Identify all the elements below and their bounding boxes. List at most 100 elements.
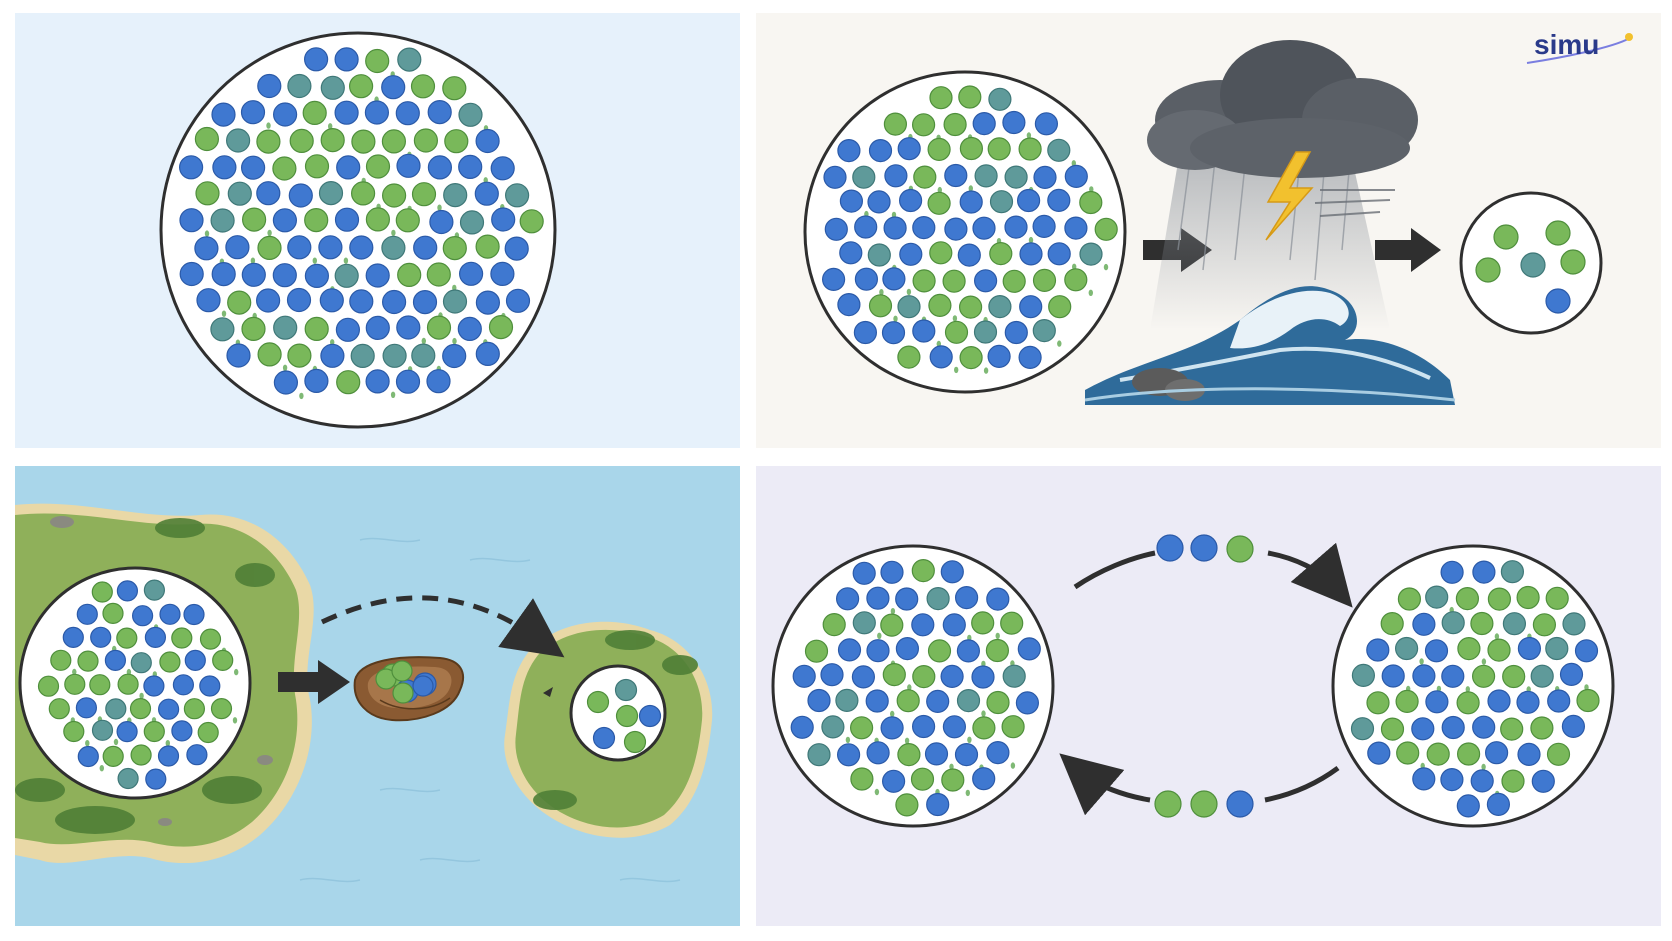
allele-blue-dot xyxy=(334,47,359,72)
allele-green-dot xyxy=(1456,742,1481,766)
allele-green-dot xyxy=(912,664,936,689)
allele-blue-dot xyxy=(895,587,919,611)
allele-blue-dot xyxy=(853,320,878,345)
allele-green-dot xyxy=(927,137,951,161)
allele-green-dot xyxy=(1380,717,1405,741)
allele-green-dot xyxy=(289,128,314,153)
allele-blue-dot xyxy=(257,73,282,99)
allele-blue-dot xyxy=(334,207,360,232)
allele-blue-dot xyxy=(986,587,1010,611)
allele-green-dot xyxy=(227,290,252,315)
allele-green-dot xyxy=(1475,257,1501,283)
allele-green-dot xyxy=(971,611,995,635)
allele-blue-dot xyxy=(157,745,180,767)
allele-blue-dot xyxy=(171,720,193,742)
founder-effect-group xyxy=(15,503,713,883)
allele-teal-dot xyxy=(287,73,312,99)
allele-blue-dot xyxy=(868,139,893,163)
allele-blue-dot xyxy=(837,293,861,317)
allele-speck xyxy=(965,789,970,797)
allele-blue-dot xyxy=(334,100,359,125)
allele-blue-dot xyxy=(912,319,936,343)
allele-green-dot xyxy=(896,689,920,713)
allele-blue-dot xyxy=(1064,216,1088,240)
allele-speck xyxy=(937,186,942,194)
allele-green-dot xyxy=(102,602,124,625)
allele-blue-dot xyxy=(1470,769,1494,793)
allele-blue-dot xyxy=(272,208,297,233)
allele-green-dot xyxy=(171,627,193,649)
allele-blue-dot xyxy=(256,181,281,206)
allele-blue-dot xyxy=(144,626,166,649)
allele-green-dot xyxy=(897,345,921,369)
allele-speck xyxy=(1028,236,1034,244)
allele-blue-dot xyxy=(475,128,500,154)
allele-teal-dot xyxy=(334,263,359,288)
allele-green-dot xyxy=(413,128,438,153)
allele-green-dot xyxy=(1000,611,1024,635)
allele-speck xyxy=(437,204,442,211)
allele-green-dot xyxy=(868,294,893,318)
allele-blue-dot xyxy=(76,603,98,625)
allele-speck xyxy=(981,710,986,717)
allele-teal-dot xyxy=(459,210,485,235)
allele-green-dot xyxy=(411,182,437,207)
allele-blue-dot xyxy=(592,726,616,750)
gene-flow-group xyxy=(771,534,1615,828)
allele-blue-dot xyxy=(491,207,516,232)
allele-blue-dot xyxy=(381,75,406,100)
allele-green-dot xyxy=(1501,769,1525,793)
allele-green-dot xyxy=(130,744,152,766)
allele-blue-dot xyxy=(196,288,221,313)
allele-teal-dot xyxy=(210,208,235,233)
allele-green-dot xyxy=(426,315,452,340)
allele-blue-dot xyxy=(412,290,438,315)
allele-speck xyxy=(1481,658,1487,665)
allele-speck xyxy=(1481,763,1486,771)
allele-speck xyxy=(904,737,910,744)
allele-blue-dot xyxy=(972,767,996,791)
allele-green-dot xyxy=(159,651,181,673)
allele-blue-dot xyxy=(1484,741,1509,765)
allele-dots-before-bottleneck xyxy=(821,85,1118,374)
allele-speck xyxy=(267,229,272,237)
allele-blue-dot xyxy=(839,241,863,265)
allele-blue-dot xyxy=(427,99,452,125)
allele-blue-dot xyxy=(973,269,998,293)
arrow-icon xyxy=(1375,228,1441,272)
allele-blue-dot xyxy=(823,165,847,189)
allele-green-dot xyxy=(257,342,282,367)
allele-blue-dot xyxy=(987,344,1011,368)
allele-blue-dot xyxy=(304,47,329,72)
allele-dots-founders xyxy=(375,660,437,704)
allele-green-dot xyxy=(1470,611,1494,636)
allele-speck xyxy=(282,364,288,371)
allele-blue-dot xyxy=(75,697,98,719)
allele-speck xyxy=(221,310,227,317)
large-population-group xyxy=(159,31,557,429)
allele-blue-dot xyxy=(459,261,484,286)
allele-teal-dot xyxy=(852,611,876,635)
allele-blue-dot xyxy=(1487,689,1511,713)
allele-green-dot xyxy=(1545,220,1571,246)
allele-green-dot xyxy=(365,48,390,74)
allele-blue-dot xyxy=(396,153,421,178)
allele-green-dot xyxy=(1530,716,1554,740)
allele-speck xyxy=(954,366,959,374)
allele-green-dot xyxy=(365,207,390,232)
allele-teal-dot xyxy=(105,698,127,720)
allele-teal-dot xyxy=(382,343,407,368)
allele-blue-dot xyxy=(1047,188,1071,212)
allele-blue-dot xyxy=(1425,690,1449,714)
allele-green-dot xyxy=(442,76,467,101)
allele-speck xyxy=(874,788,880,796)
allele-green-dot xyxy=(37,675,60,697)
allele-blue-dot xyxy=(944,217,968,241)
gene-flow-arrow-bottom xyxy=(1264,765,1340,803)
allele-blue-dot xyxy=(1561,714,1586,739)
allele-teal-dot xyxy=(504,183,530,208)
allele-speck xyxy=(204,230,210,237)
allele-green-dot xyxy=(519,209,544,234)
allele-blue-dot xyxy=(884,164,908,188)
allele-speck xyxy=(1419,658,1424,665)
